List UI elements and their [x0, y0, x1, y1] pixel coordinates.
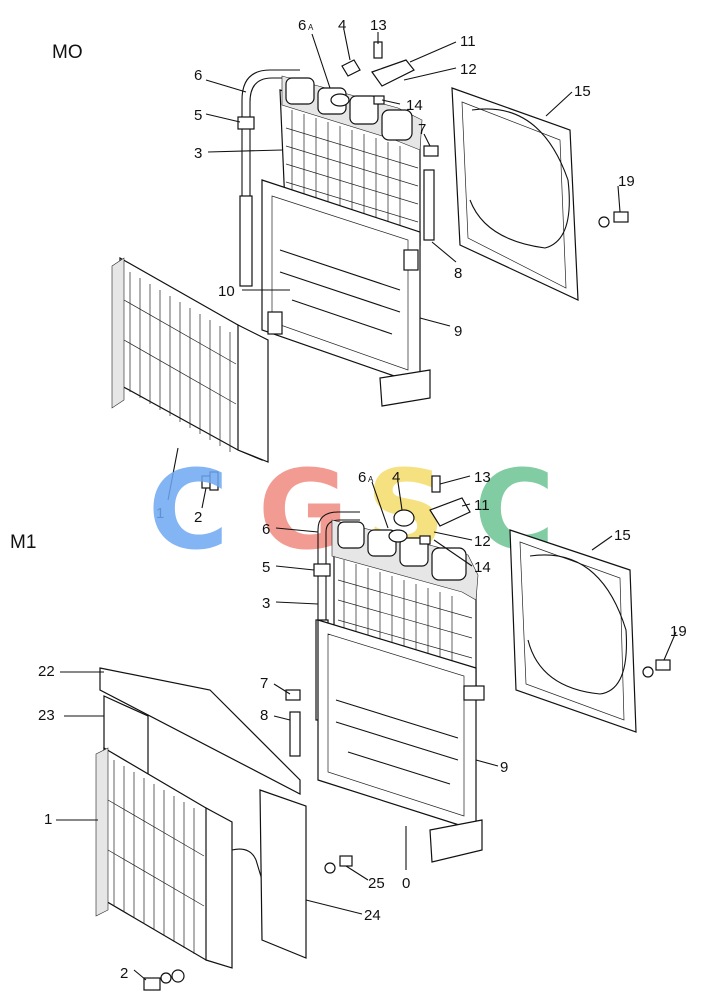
mo-upper-hose	[241, 69, 300, 222]
m1-callout-15: 15	[614, 527, 631, 544]
m1-callout-11: 11	[474, 497, 490, 514]
m1-fan-shroud	[509, 529, 637, 733]
m1-assembly: M1	[10, 469, 687, 991]
mo-callout-4: 4	[338, 17, 346, 34]
m1-callout-8: 8	[260, 707, 268, 724]
m1-callout-24: 24	[364, 907, 381, 924]
mo-callout-10: 10	[218, 283, 235, 300]
mo-callout-1: 1	[156, 505, 164, 522]
mo-callout-3: 3	[194, 145, 202, 162]
mo-drain-hose	[423, 169, 435, 241]
m1-mount-bolt	[642, 659, 671, 678]
mo-assembly: MO	[52, 17, 635, 526]
mo-callout-6a: 6	[298, 17, 306, 34]
m1-leader-lines	[56, 475, 677, 981]
m1-callout-6a-sub: A	[368, 475, 374, 484]
mo-callout-9: 9	[454, 323, 462, 340]
m1-callout-14: 14	[474, 559, 491, 576]
m1-callout-13: 13	[474, 469, 491, 486]
mo-fan-shroud	[451, 87, 579, 301]
m1-callout-19: 19	[670, 623, 687, 640]
section-label-mo: MO	[52, 42, 83, 63]
mo-drain-cock	[423, 145, 439, 157]
mo-hose-clamp	[237, 116, 255, 130]
m1-callout-9: 9	[500, 759, 508, 776]
mo-drain-plug	[201, 471, 219, 491]
m1-callout-2: 2	[120, 965, 128, 982]
m1-callout-7: 7	[260, 675, 268, 692]
mo-callout-15: 15	[574, 83, 591, 100]
m1-oil-cooler	[95, 746, 263, 969]
m1-callout-25: 25	[368, 875, 385, 892]
m1-callout-5: 5	[262, 559, 270, 576]
watermark-letter-1: C	[148, 446, 229, 574]
mo-callout-5: 5	[194, 107, 202, 124]
mo-bolt	[373, 41, 383, 59]
m1-cover-plate	[99, 667, 301, 795]
mo-lower-hose	[239, 195, 253, 287]
m1-cap-part	[393, 509, 415, 527]
mo-oil-cooler	[111, 256, 269, 463]
m1-callout-12: 12	[474, 533, 491, 550]
mo-callout-7: 7	[418, 121, 426, 138]
mo-callout-19: 19	[618, 173, 635, 190]
m1-upper-hose	[317, 511, 360, 700]
m1-callout-6: 6	[262, 521, 270, 538]
mo-mount-bolt	[598, 211, 629, 228]
section-label-m1: M1	[10, 532, 36, 553]
m1-callout-1: 1	[44, 811, 52, 828]
m1-drain-plug	[143, 969, 185, 991]
mo-callout-14: 14	[406, 97, 423, 114]
mo-cap-part	[341, 59, 361, 77]
m1-callout-4: 4	[392, 469, 400, 486]
mo-callout-6a-sub: A	[308, 23, 314, 32]
mo-callout-2: 2	[194, 509, 202, 526]
m1-bolts	[324, 855, 353, 874]
m1-washer	[419, 535, 431, 545]
m1-hose-clamp	[313, 563, 331, 577]
m1-drain-cock	[285, 689, 301, 701]
m1-drain-hose	[289, 711, 301, 757]
m1-callout-23: 23	[38, 707, 55, 724]
m1-bolt	[431, 475, 441, 493]
m1-frame	[317, 619, 485, 863]
mo-callout-8: 8	[454, 265, 462, 282]
m1-callout-0: 0	[402, 875, 410, 892]
m1-bracket	[429, 497, 471, 527]
mo-callout-6: 6	[194, 67, 202, 84]
m1-callout-6a: 6	[358, 469, 366, 486]
m1-bracket-plate	[259, 789, 307, 959]
mo-leader-lines	[167, 29, 621, 509]
m1-callout-3: 3	[262, 595, 270, 612]
mo-frame	[261, 179, 431, 407]
m1-callout-22: 22	[38, 663, 55, 680]
mo-callout-12: 12	[460, 61, 477, 78]
mo-bracket	[371, 59, 415, 87]
mo-callout-11: 11	[460, 33, 476, 50]
mo-callout-13: 13	[370, 17, 387, 34]
